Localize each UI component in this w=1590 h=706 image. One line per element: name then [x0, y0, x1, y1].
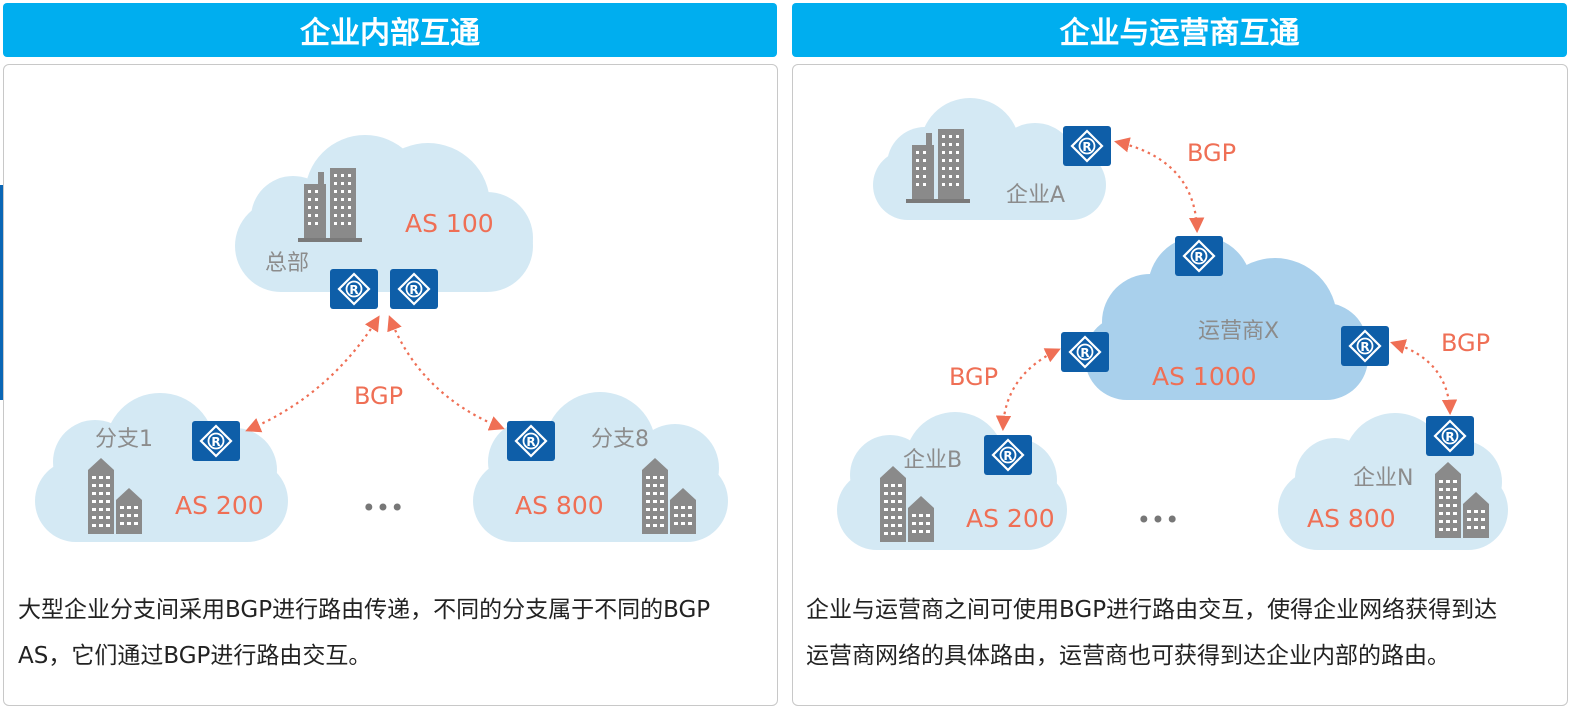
branch8-router-icon: [505, 419, 557, 463]
bgp-arrow-hq-branch1: [245, 315, 380, 433]
hq-router-2-icon: [388, 267, 440, 311]
enterprise-b-router-icon: [982, 433, 1034, 477]
right-bgp-right-label: BGP: [1441, 329, 1490, 357]
branch1-as-label: AS 200: [175, 491, 264, 520]
enterprise-b-name-label: 企业B: [903, 448, 962, 473]
carrier-as-label: AS 1000: [1152, 362, 1257, 391]
hq-as-label: AS 100: [405, 209, 494, 238]
carrier-router-left-icon: [1059, 330, 1111, 374]
right-ellipsis: •••: [1137, 506, 1179, 534]
right-description: 企业与运营商之间可使用BGP进行路由交互，使得企业网络获得到达 运营商网络的具体…: [806, 587, 1558, 679]
branch8-name-label: 分支8: [591, 427, 649, 452]
right-panel-title: 企业与运营商互通: [792, 3, 1567, 57]
bgp-arrow-a-carrier: [1113, 137, 1205, 234]
enterprise-a-name-label: 企业A: [1006, 183, 1065, 208]
left-description-line2: AS，它们通过BGP进行路由交互。: [18, 643, 372, 669]
branch1-name-label: 分支1: [95, 427, 153, 452]
right-bgp-top-label: BGP: [1187, 139, 1236, 167]
bgp-arrow-b-carrier: [995, 348, 1061, 432]
enterprise-n-router-icon: [1424, 414, 1476, 458]
carrier-router-right-icon: [1339, 324, 1391, 368]
branch8-as-label: AS 800: [515, 491, 604, 520]
enterprise-n-name-label: 企业N: [1353, 466, 1413, 491]
right-description-line1: 企业与运营商之间可使用BGP进行路由交互，使得企业网络获得到达: [806, 597, 1498, 623]
right-bgp-left-label: BGP: [949, 363, 998, 391]
left-description: 大型企业分支间采用BGP进行路由传递，不同的分支属于不同的BGP AS，它们通过…: [18, 587, 768, 679]
left-bgp-label: BGP: [354, 382, 403, 410]
enterprise-n-as-label: AS 800: [1307, 504, 1396, 533]
left-ellipsis: •••: [362, 494, 404, 522]
carrier-name-label: 运营商X: [1198, 319, 1279, 344]
enterprise-n-cloud: [1278, 413, 1508, 550]
right-description-line2: 运营商网络的具体路由，运营商也可获得到达企业内部的路由。: [806, 643, 1450, 669]
hq-router-1-icon: [328, 267, 380, 311]
carrier-router-top-icon: [1173, 234, 1225, 278]
enterprise-a-router-icon: [1061, 124, 1113, 168]
left-description-line1: 大型企业分支间采用BGP进行路由传递，不同的分支属于不同的BGP: [18, 597, 711, 623]
bgp-arrow-n-carrier: [1390, 339, 1458, 416]
carrier-cloud: [1085, 236, 1368, 400]
enterprise-b-as-label: AS 200: [966, 504, 1055, 533]
bgp-arrow-hq-branch8: [387, 315, 505, 431]
page-edge-marker: [0, 185, 3, 400]
hq-name-label: 总部: [265, 251, 309, 276]
left-panel-title: 企业内部互通: [3, 3, 777, 57]
branch1-router-icon: [190, 419, 242, 463]
